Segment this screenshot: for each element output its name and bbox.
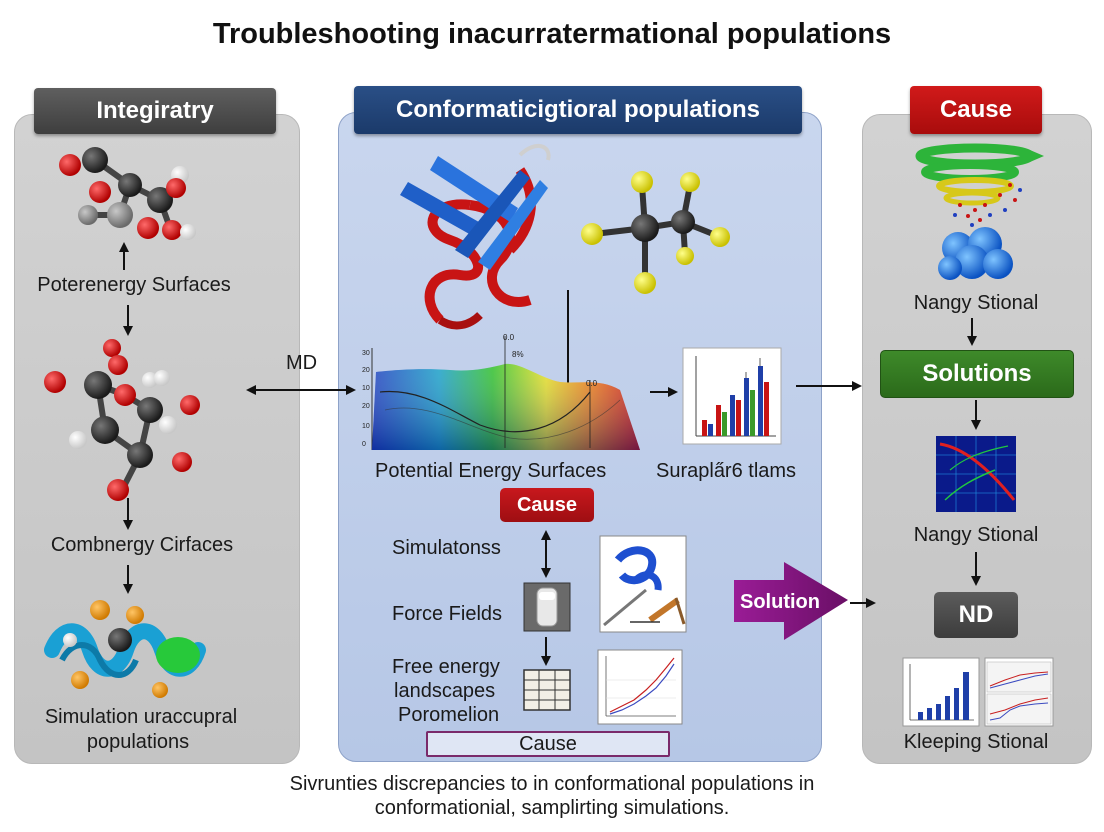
svg-text:0.0: 0.0 [586, 379, 598, 388]
svg-text:10: 10 [362, 423, 370, 430]
tetrahedral-molecule-icon [581, 171, 730, 294]
left-label-combined-energy: Combnergy Cirfaces [50, 534, 234, 556]
svg-text:20: 20 [362, 403, 370, 410]
bar-chart-thumbnail [682, 347, 782, 445]
energy-surface-plot: 30 20 10 20 10 0 0.0 8% 0.0 [362, 333, 640, 450]
protein-ribbon-icon [400, 144, 551, 330]
tools-illustration-icon [599, 535, 687, 633]
left-label-simulation-line2: populations [86, 731, 190, 753]
left-label-potential-energy: Poterenergy Surfaces [37, 274, 231, 296]
grid-table-icon [523, 669, 571, 711]
bar-chart-thumbnail-right [902, 657, 980, 727]
force-fields-label: Force Fields [392, 603, 503, 625]
md-label: MD [286, 352, 318, 374]
svg-text:30: 30 [362, 350, 370, 357]
protein-helix-icon [44, 600, 206, 698]
free-energy-label-line1: Free energy [392, 656, 500, 678]
line-chart-thumbnail-right [984, 657, 1054, 727]
solutions-badge: Solutions [880, 350, 1074, 398]
page-title: Troubleshooting inacurratermational popu… [212, 18, 892, 50]
right-label-2: Nangy Stional [913, 524, 1039, 546]
molecule-icon-top [59, 147, 196, 240]
heatmap-thumbnail [936, 436, 1016, 512]
svg-text:8%: 8% [512, 350, 524, 359]
right-panel-header: Cause [910, 86, 1042, 134]
caption-line2: conformationial, samplirting simulations… [374, 797, 730, 819]
free-energy-label-line3: Poromelion [398, 704, 500, 726]
solution-arrow-label: Solution [740, 591, 820, 613]
right-label-1: Nangy Stional [913, 292, 1039, 314]
cause-badge-middle: Cause [500, 488, 594, 522]
funnel-protein-icon [915, 143, 1044, 280]
svg-text:0: 0 [362, 441, 366, 448]
free-energy-label-line2: landscapes [394, 680, 496, 702]
nd-badge: ND [934, 592, 1018, 638]
simulations-label: Simulatonss [392, 537, 501, 559]
bar-chart-label: Surapla̋r6 tlams [656, 460, 797, 482]
left-panel-header: Integiratry [34, 88, 276, 134]
solution-arrow-shape [734, 562, 848, 640]
middle-panel-header: Conformaticigtioral populations [354, 86, 802, 134]
molecule-icon-middle [44, 339, 200, 501]
svg-text:0.0: 0.0 [503, 333, 515, 342]
caption-line1: Sivrunties discrepancies to in conformat… [289, 773, 815, 795]
cause-box-bottom: Cause [426, 731, 670, 757]
potential-energy-surfaces-label: Potential Energy Surfaces [375, 460, 607, 482]
right-label-3: Kleeping Stional [903, 731, 1049, 753]
svg-text:20: 20 [362, 367, 370, 374]
svg-text:10: 10 [362, 385, 370, 392]
line-chart-thumbnail [597, 649, 683, 725]
left-label-simulation-line1: Simulation uraccupral [44, 706, 238, 728]
caption: Sivrunties discrepancies to in conformat… [0, 772, 1104, 820]
cylinder-icon [523, 582, 571, 632]
